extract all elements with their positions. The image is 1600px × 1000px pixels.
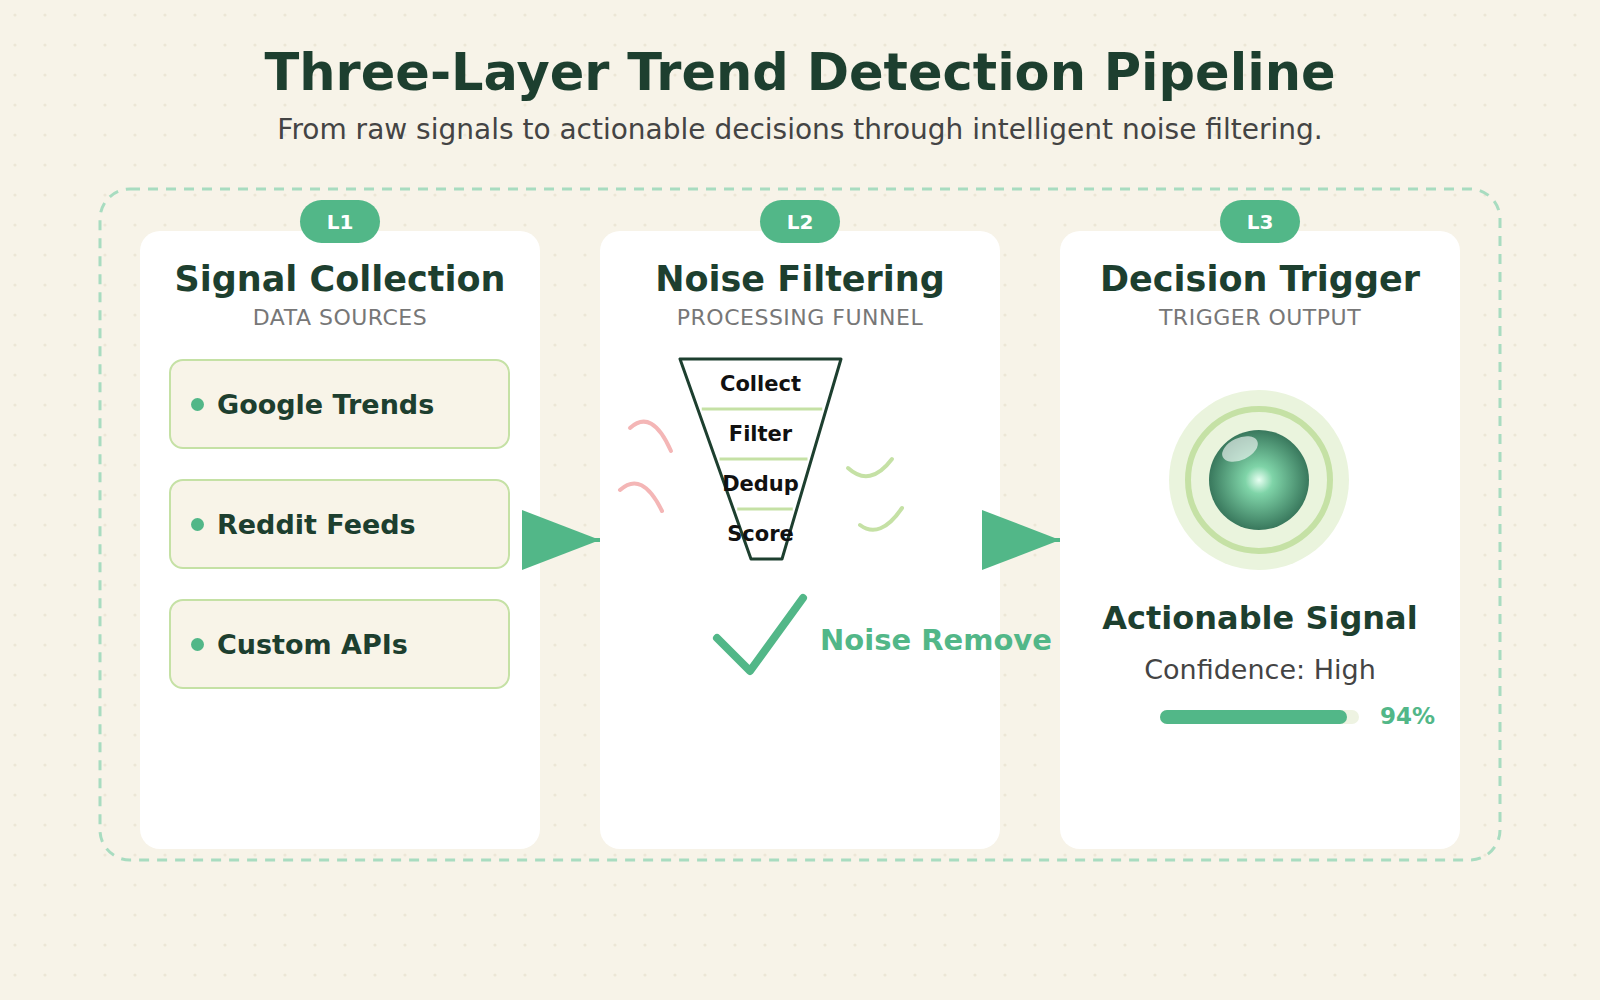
- source-box: Custom APIs: [169, 599, 510, 689]
- funnel-stage: Filter: [680, 421, 841, 447]
- arrow-line: [1000, 538, 1060, 542]
- flow-arrow: [982, 510, 1060, 570]
- funnel-shape: [680, 359, 841, 559]
- diagram-caption: From raw signals to actionable decisions…: [0, 112, 1600, 148]
- panel-title: Signal Collection: [140, 258, 540, 300]
- bullet-dot: [191, 518, 204, 531]
- source-text: Google Trends: [217, 389, 434, 420]
- layer-panel: Noise FilteringPROCESSING FUNNELL2Collec…: [600, 231, 1000, 849]
- funnel-divider: [720, 458, 808, 461]
- layer-badge: L1: [300, 200, 380, 243]
- funnel-stage: Collect: [680, 371, 841, 397]
- arrow-head: [982, 510, 1060, 570]
- funnel-stage: Dedup: [680, 471, 841, 497]
- panel-subtitle: PROCESSING FUNNEL: [600, 305, 1000, 331]
- annotation-label: Actionable Signal: [960, 598, 1560, 638]
- processing-funnel: CollectFilterDedupScore: [680, 359, 841, 559]
- panel-title: Noise Filtering: [600, 258, 1000, 300]
- badge-text: L3: [1247, 210, 1274, 234]
- badge-text: L1: [327, 210, 354, 234]
- layer-badge: L3: [1220, 200, 1300, 243]
- source-box: Google Trends: [169, 359, 510, 449]
- source-box: Reddit Feeds: [169, 479, 510, 569]
- arrow-line: [540, 538, 600, 542]
- source-text: Custom APIs: [217, 629, 408, 660]
- diagram-title: Three-Layer Trend Detection Pipeline: [0, 40, 1600, 106]
- funnel-stage: Score: [680, 521, 841, 547]
- panel-title: Decision Trigger: [1060, 258, 1460, 300]
- layer-panel: Decision TriggerTRIGGER OUTPUTL3: [1060, 231, 1460, 849]
- layer-badge: L2: [760, 200, 840, 243]
- panel-subtitle: TRIGGER OUTPUT: [1060, 305, 1460, 331]
- annotation-label: Confidence: High: [960, 653, 1560, 687]
- bullet-dot: [191, 398, 204, 411]
- flow-arrow: [522, 510, 600, 570]
- annotation-label: 94%: [1380, 701, 1435, 731]
- funnel-divider: [702, 408, 823, 411]
- annotation-label: Noise Remove: [820, 622, 1052, 658]
- pipeline-frame: [100, 189, 1500, 860]
- bullet-dot: [191, 638, 204, 651]
- arrow-head: [522, 510, 600, 570]
- panel-subtitle: DATA SOURCES: [140, 305, 540, 331]
- badge-text: L2: [787, 210, 814, 234]
- source-text: Reddit Feeds: [217, 509, 416, 540]
- funnel-divider: [737, 508, 793, 511]
- layer-panel: Signal CollectionDATA SOURCESL1Google Tr…: [140, 231, 540, 849]
